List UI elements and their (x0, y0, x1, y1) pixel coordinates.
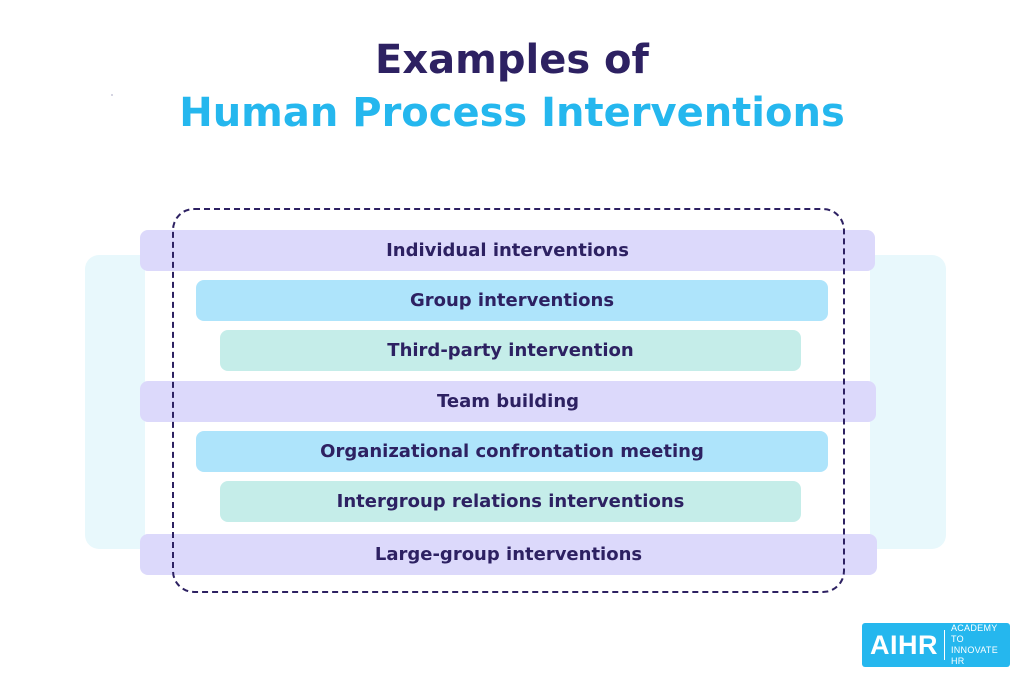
item-intergroup-relations-interventions: Intergroup relations interventions (220, 481, 801, 522)
title-line-1: Examples of (375, 37, 649, 83)
item-third-party-intervention: Third-party intervention (220, 330, 801, 371)
logo-tagline-line-1: ACADEMY TO (950, 623, 998, 644)
decorative-dot (111, 94, 113, 96)
item-label: Large-group interventions (374, 544, 643, 565)
title-line-2: Human Process Interventions (179, 90, 845, 136)
item-label: Group interventions (409, 290, 615, 311)
logo-mark: AIHR (870, 629, 938, 660)
item-label: Team building (436, 391, 580, 412)
item-large-group-interventions: Large-group interventions (140, 534, 877, 575)
aihr-logo: AIHR ACADEMY TO INNOVATE HR (862, 623, 1010, 667)
logo-tagline-line-2: INNOVATE HR (950, 645, 999, 666)
item-individual-interventions: Individual interventions (140, 230, 875, 271)
item-organizational-confrontation-meeting: Organizational confrontation meeting (196, 431, 828, 472)
item-label: Organizational confrontation meeting (320, 441, 704, 462)
item-label: Individual interventions (386, 240, 629, 261)
item-label: Third-party intervention (387, 340, 634, 361)
logo-divider (944, 630, 945, 660)
dashed-frame (172, 208, 845, 593)
item-label: Intergroup relations interventions (336, 491, 685, 512)
logo-tagline: ACADEMY TO INNOVATE HR (951, 623, 1010, 667)
item-team-building: Team building (140, 381, 876, 422)
item-group-interventions: Group interventions (196, 280, 828, 321)
